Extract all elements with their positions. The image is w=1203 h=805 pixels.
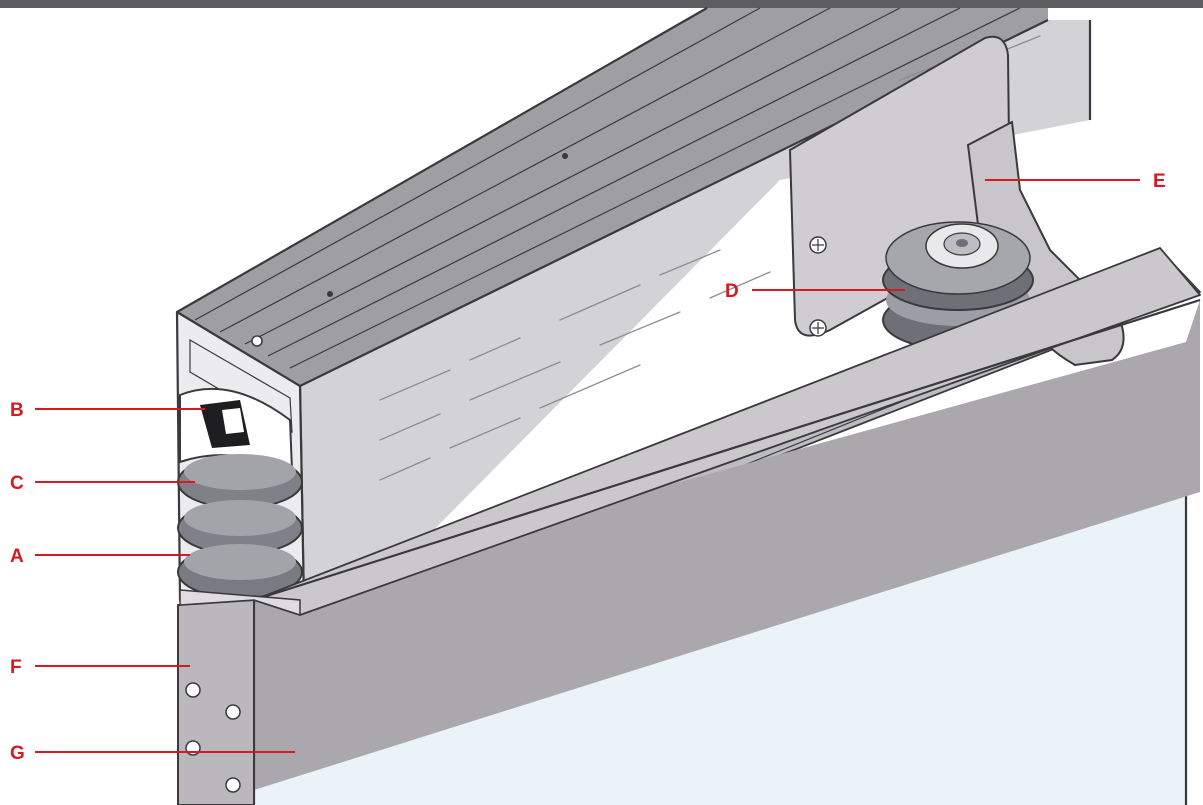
- callout-f: F: [10, 657, 22, 678]
- rail-screw-hole-1: [562, 153, 568, 159]
- top-bar: [0, 0, 1203, 8]
- rail-top-face: [177, 8, 1048, 386]
- rail-side-face: [300, 20, 1090, 660]
- callout-d: D: [725, 281, 739, 302]
- end-cap-screws: [185, 682, 241, 793]
- cover-face: [254, 300, 1200, 790]
- callout-b: B: [10, 400, 24, 421]
- callout-e: E: [1153, 171, 1166, 192]
- callout-labels: B C A F G D E: [10, 171, 1166, 764]
- end-cap-f: [177, 598, 255, 805]
- callout-a: A: [10, 546, 24, 567]
- end-roller-stack: [177, 387, 303, 599]
- rail-grooves: [194, 7, 1021, 369]
- callout-c: C: [10, 473, 24, 494]
- rail-screw-hole-3: [251, 335, 263, 347]
- callout-leaders: [35, 179, 1140, 753]
- callout-g: G: [10, 743, 25, 764]
- rail-screw-hole-2: [327, 291, 333, 297]
